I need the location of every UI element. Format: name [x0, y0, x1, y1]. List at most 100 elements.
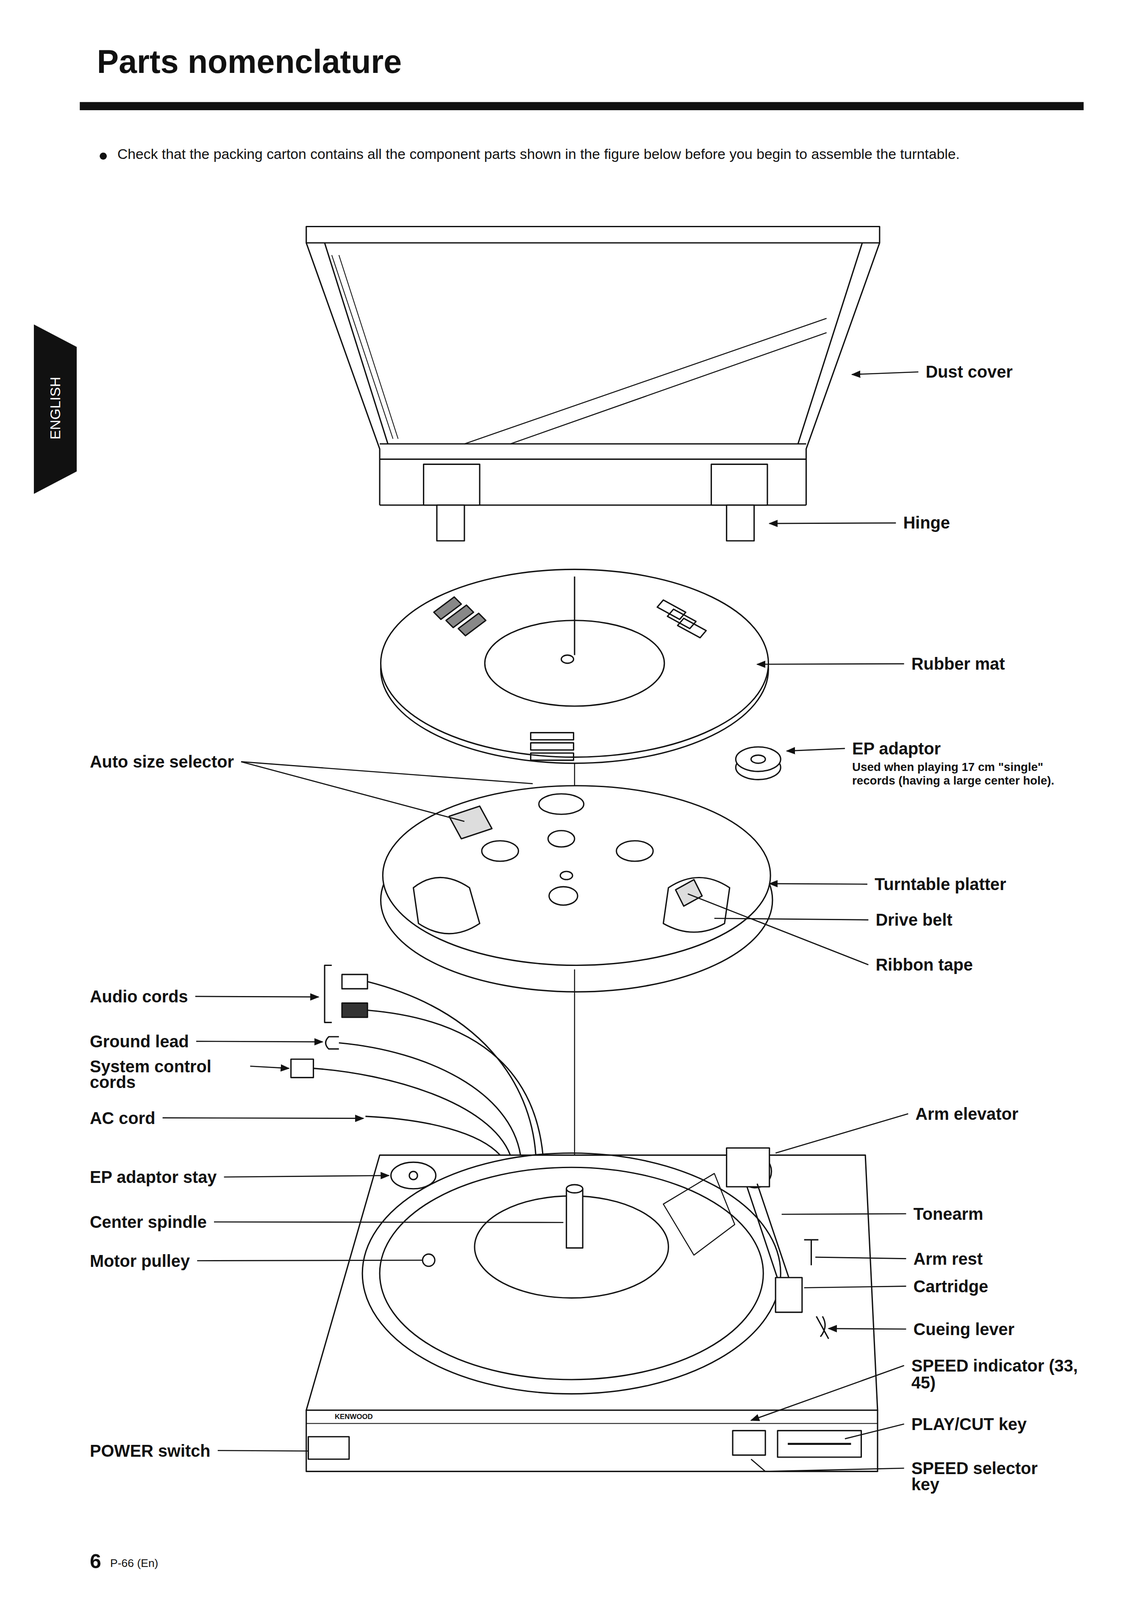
drawing-part: [379, 443, 806, 505]
drawing-part: [657, 600, 707, 638]
bullet: [99, 152, 107, 160]
language-tab-text: ENGLISH: [47, 376, 64, 440]
drawing-part: [338, 1042, 521, 1155]
drawing-part: [464, 318, 827, 444]
drawing-part: [365, 1116, 501, 1155]
part-label: SPEED indicator (33, 45): [911, 1357, 1087, 1391]
drawing-part: [574, 763, 576, 788]
part-label: SPEED selector key: [911, 1460, 1055, 1493]
drawing-part: [747, 1183, 792, 1288]
dust-cover: [306, 226, 880, 505]
drawing-part: [391, 1161, 437, 1189]
drawing-part: [530, 752, 574, 761]
leader-line: [844, 1423, 905, 1439]
part-label: Ribbon tape: [875, 955, 973, 975]
drawing-part: [313, 1068, 511, 1156]
drawing-part: [306, 1154, 878, 1410]
ep-adaptor: [735, 746, 781, 780]
drawing-part: [331, 255, 398, 439]
drawing-part: [530, 732, 574, 740]
drawing-part: [787, 1442, 851, 1445]
part-label: Used when playing 17 cm "single" records…: [852, 760, 1062, 788]
drawing-part: [367, 1009, 543, 1155]
drawing-part: [413, 877, 480, 934]
drawing-part: [433, 596, 487, 636]
part-label: EP adaptor stay: [89, 1167, 217, 1187]
drawing-part: [306, 1422, 878, 1424]
drawing-part: [816, 1316, 829, 1339]
drawing-part: [732, 1430, 766, 1455]
drawing-part: [481, 840, 519, 862]
part-label: Turntable platter: [874, 874, 1006, 895]
part-label: System control cords: [89, 1058, 243, 1091]
drawing-part: [663, 877, 730, 932]
drawing-part: [422, 1253, 435, 1267]
part-label: Tonearm: [913, 1204, 984, 1224]
drawing-part: [797, 242, 863, 444]
leader-line: [750, 1365, 904, 1420]
leader-line: [241, 761, 533, 784]
part-label: Hinge: [903, 513, 950, 533]
cords: [291, 965, 544, 1156]
hinge: [423, 464, 768, 541]
part-label: 6: [89, 1549, 102, 1573]
leader-line: [804, 1286, 907, 1288]
drawing-part: [306, 1409, 878, 1471]
drawing-part: [735, 746, 781, 772]
leader-line: [757, 663, 905, 665]
drawing-part: [423, 464, 480, 505]
leader-line: [828, 1328, 906, 1329]
drawing-part: [547, 830, 575, 848]
drawing-part: [379, 1167, 764, 1380]
drawing-part: [449, 805, 492, 839]
leader-line: [162, 1117, 364, 1118]
part-label: Cueing lever: [913, 1319, 1015, 1340]
leader-line: [781, 1213, 907, 1215]
part-label: P-66 (En): [110, 1556, 159, 1570]
leader-line: [815, 1256, 906, 1259]
part-label: Drive belt: [875, 910, 953, 930]
part-label: Rubber mat: [911, 654, 1006, 674]
leader-line: [213, 1221, 564, 1223]
leader-line: [750, 1458, 904, 1472]
drawing-part: [325, 1036, 339, 1049]
leader-line: [769, 522, 897, 524]
drawing-part: [291, 1058, 314, 1078]
part-label: AC cord: [89, 1108, 156, 1129]
turntable-platter: [380, 763, 773, 992]
part-label: Center spindle: [89, 1212, 207, 1232]
drawing-part: [726, 1147, 770, 1187]
drawing-part: [566, 1184, 584, 1193]
drawing-part: [306, 226, 880, 243]
drawing-part: [726, 505, 755, 541]
heading-rule: [79, 102, 1084, 111]
leader-line: [196, 1041, 323, 1042]
drawing-part: [539, 793, 584, 815]
leader-line: [224, 1175, 390, 1177]
part-label: Arm elevator: [915, 1104, 1019, 1124]
leader-line: [775, 1113, 909, 1154]
rubber-mat: [380, 569, 769, 763]
drawing-part: [306, 242, 380, 506]
drawing-part: [308, 1436, 350, 1459]
drawing-part: [382, 785, 771, 966]
part-label: Cartridge: [913, 1276, 989, 1297]
drawing-part: [409, 1171, 418, 1180]
drawing-part: [566, 1188, 584, 1248]
part-label: Auto size selector: [89, 752, 234, 772]
drawing-part: [561, 655, 574, 664]
leader-line: [769, 883, 868, 884]
part-label: Audio cords: [89, 986, 189, 1007]
drawing-part: [549, 886, 578, 905]
leader-line: [687, 893, 869, 965]
drawing-part: [530, 742, 574, 751]
drawing-part: [341, 974, 368, 989]
leader-line: [714, 918, 869, 920]
part-label: Dust cover: [925, 362, 1013, 382]
language-tab: [33, 324, 77, 495]
drawing-part: [777, 1430, 862, 1457]
drawing-part: [380, 569, 769, 757]
leader-line: [217, 1450, 309, 1451]
leader-line: [786, 748, 845, 751]
